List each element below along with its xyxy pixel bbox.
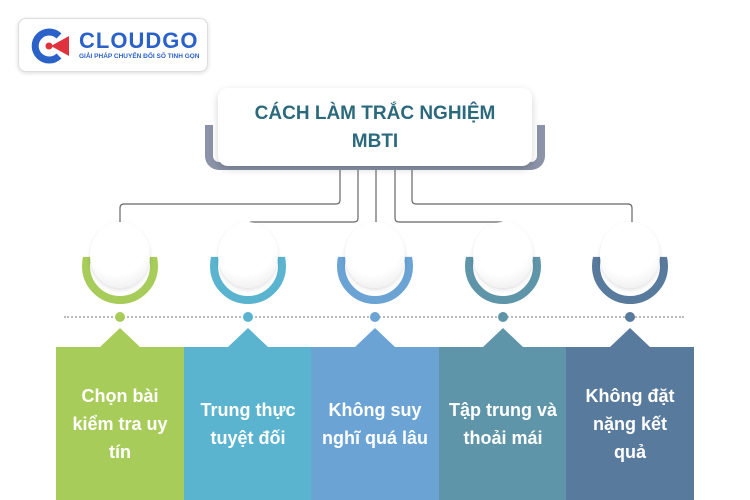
timeline-dot xyxy=(243,312,253,322)
step-circle xyxy=(473,222,533,288)
step-node xyxy=(210,222,286,304)
step-node xyxy=(465,222,541,304)
step-circle xyxy=(345,222,405,288)
logo-brand: CLOUDGO xyxy=(79,28,199,53)
title-line-2: MBTI xyxy=(351,131,399,152)
step-label: Không suy nghĩ quá lâu xyxy=(322,399,428,448)
title-bracket xyxy=(205,125,545,170)
title-line-1: CÁCH LÀM TRẮC NGHIỆM xyxy=(254,103,496,124)
step-box: Không suy nghĩ quá lâu xyxy=(311,347,439,500)
step-circle xyxy=(600,222,660,288)
step-arc xyxy=(465,256,541,304)
diagram-title: CÁCH LÀM TRẮC NGHIỆM MBTI xyxy=(218,88,532,166)
step-pointer xyxy=(483,328,523,347)
step-circle xyxy=(218,222,278,288)
step-node xyxy=(82,222,158,304)
step-node xyxy=(592,222,668,304)
step-label: Không đặt nặng kết quả xyxy=(585,385,675,462)
step-node xyxy=(337,222,413,304)
step-box: Tập trung và thoải mái xyxy=(439,347,567,500)
timeline-dot xyxy=(498,312,508,322)
timeline-dot xyxy=(370,312,380,322)
step-pointer xyxy=(100,328,140,347)
step-arc xyxy=(337,256,413,304)
step-pointer xyxy=(228,328,268,347)
step-pointer xyxy=(610,328,650,347)
step-arc xyxy=(82,256,158,304)
step-label: Chọn bài kiểm tra uy tín xyxy=(72,385,168,462)
step-label: Trung thực tuyệt đối xyxy=(200,399,296,448)
step-box: Trung thực tuyệt đối xyxy=(184,347,312,500)
logo-tagline: GIẢI PHÁP CHUYỂN ĐỔI SỐ TINH GỌN xyxy=(79,53,200,60)
step-circle xyxy=(90,222,150,288)
connector-5 xyxy=(411,170,633,245)
timeline-dot xyxy=(115,312,125,322)
timeline-dot xyxy=(625,312,635,322)
step-label: Tập trung và thoải mái xyxy=(449,399,558,448)
step-box: Không đặt nặng kết quả xyxy=(566,347,694,500)
step-box: Chọn bài kiểm tra uy tín xyxy=(56,347,184,500)
cloudgo-logo: CLOUDGO GIẢI PHÁP CHUYỂN ĐỔI SỐ TINH GỌN xyxy=(18,18,208,72)
step-arc xyxy=(592,256,668,304)
cloudgo-logo-icon xyxy=(31,28,69,64)
connector-1 xyxy=(119,170,341,245)
step-pointer xyxy=(355,328,395,347)
step-arc xyxy=(210,256,286,304)
